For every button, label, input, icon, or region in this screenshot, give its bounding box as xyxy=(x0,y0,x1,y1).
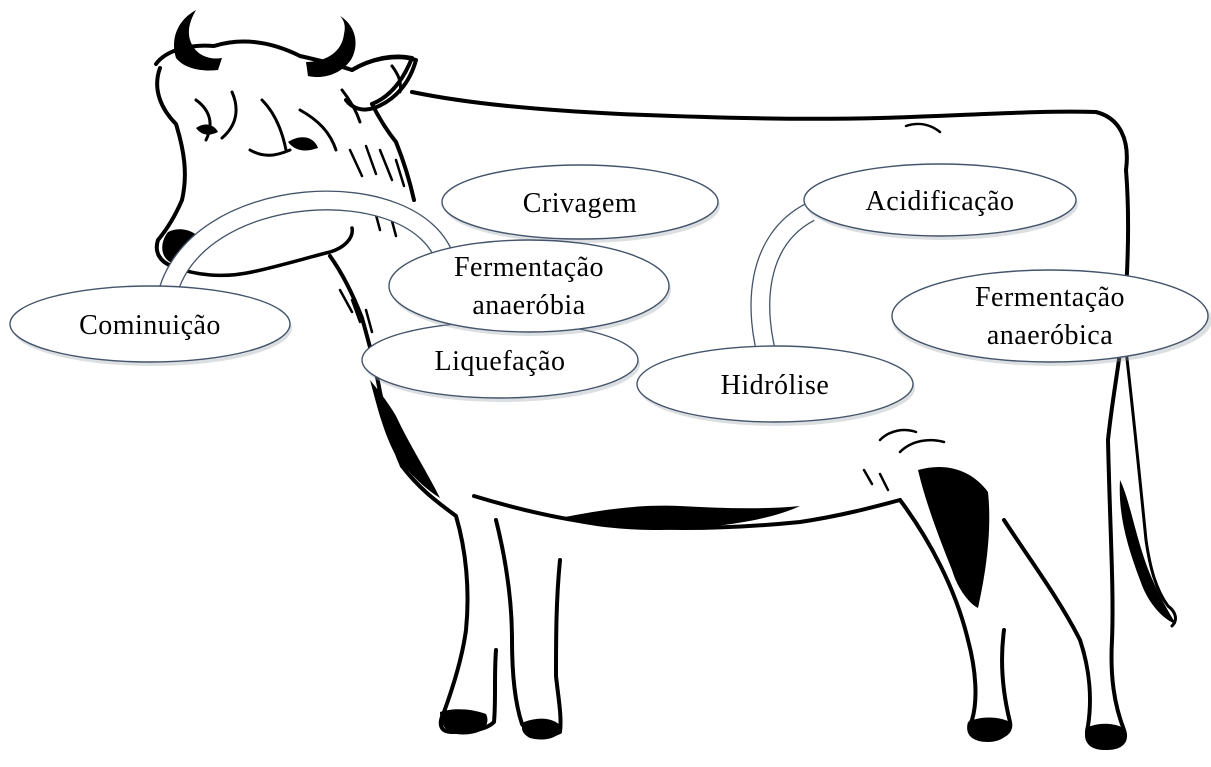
node-hidrolise: Hidrólise xyxy=(637,346,915,426)
hoof-hind-front xyxy=(967,718,1010,743)
back-line xyxy=(412,92,1127,170)
node-acidificacao: Acidificação xyxy=(804,164,1078,240)
eye-left xyxy=(196,125,218,135)
node-label: Liquefação xyxy=(435,346,566,377)
hind-leg-shadow xyxy=(918,467,989,608)
node-fermentacao-anaerobia: Fermentação anaeróbia xyxy=(389,240,671,336)
node-label-line-1: Fermentação xyxy=(975,282,1125,313)
connector-arc-acidificacao-hidrolise xyxy=(760,212,810,366)
eye-right xyxy=(288,137,318,150)
node-label: Hidrólise xyxy=(721,370,830,401)
node-fermentacao-anaerobica: Fermentação anaeróbica xyxy=(892,270,1211,366)
hip-bump xyxy=(906,124,940,132)
front-leg-right xyxy=(496,520,561,735)
node-crivagem: Crivagem xyxy=(442,165,720,243)
front-leg-shadow xyxy=(370,380,440,498)
node-label: Acidificação xyxy=(865,186,1014,217)
node-label-line-1: Fermentação xyxy=(454,252,604,283)
node-label-line-2: anaeróbia xyxy=(472,290,585,321)
node-label: Cominuição xyxy=(79,310,221,341)
front-leg-left xyxy=(402,466,496,732)
hind-leg-back xyxy=(1004,440,1125,748)
left-horn xyxy=(174,10,222,71)
hoof-front-right xyxy=(522,719,562,740)
node-label: Crivagem xyxy=(523,188,637,219)
node-label-line-2: anaeróbica xyxy=(987,320,1113,351)
node-cominuicao: Cominuição xyxy=(10,286,292,366)
